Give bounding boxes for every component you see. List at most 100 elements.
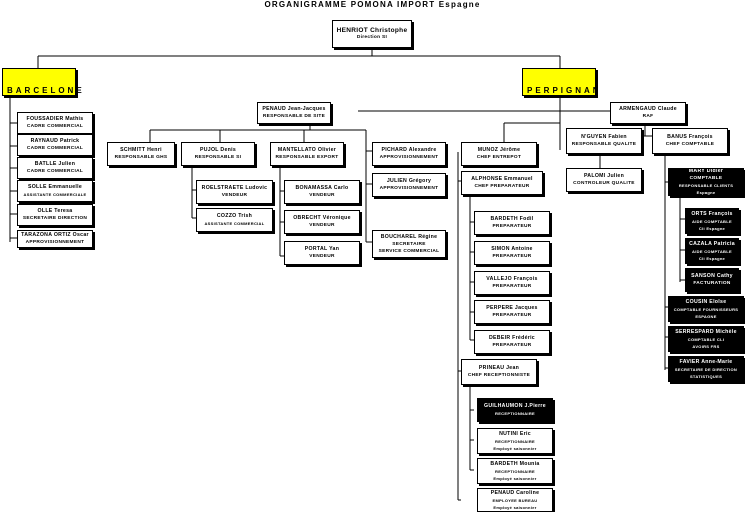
person-sub: STATISTIQUES: [689, 373, 723, 379]
person-role: PREPARATEUR: [492, 313, 532, 318]
person-name: JULIEN Grégory: [386, 178, 432, 184]
person-name: GUILHAUMON J.Pierre: [484, 403, 546, 409]
person-role: RESPONSABLE GHS: [114, 155, 168, 160]
site-barcelone[interactable]: BARCELONE: [2, 68, 82, 96]
person-sub: RESPONSABLE CLIENTS Espagne: [678, 183, 734, 195]
person-name: OLLE Teresa: [37, 208, 73, 214]
person-role: VENDEUR: [309, 223, 335, 228]
person-sub: Employé saisonnier: [493, 445, 537, 451]
person-name: N'GUYEN Fabien: [581, 134, 627, 140]
person-sub: SERVICE COMMERCIAL: [378, 248, 440, 254]
person-role: PREPARATEUR: [492, 343, 532, 348]
person-name: PALOMI Julien: [583, 173, 625, 179]
person-role: APPROVISIONNEMENT: [379, 186, 439, 191]
person-name: BANUS François: [667, 134, 713, 140]
person-name: ORTS François: [691, 210, 733, 217]
person-role: VENDEUR: [309, 254, 335, 259]
person-role: RECEPTIONNAIRE: [495, 468, 535, 474]
person-role: VENDEUR: [221, 193, 248, 198]
site-perpignan[interactable]: PERPIGNAN: [522, 68, 599, 96]
director-box[interactable]: HENRIOT Christophe Direction SI: [332, 20, 412, 48]
person-role: AIDE COMPTABLE: [692, 218, 732, 224]
person-name: PUJOL Denis: [199, 147, 237, 153]
person-name: PICHARD Alexandre: [381, 147, 437, 153]
person-name: SERRESPARD Michèle: [675, 328, 737, 335]
person-sub: Employé saisonnier: [493, 504, 537, 510]
person-name: RAYNAUD Patrick: [30, 138, 80, 144]
person-name: FOUSSADIER Mathis: [26, 116, 84, 122]
person-role: APPROVISIONNEMENT: [379, 155, 439, 160]
person-name: BATLLE Julien: [34, 161, 76, 167]
person-role: CADRE COMMERCIAL: [26, 124, 84, 129]
person-name: PENAUD Jean-Jacques: [262, 106, 326, 112]
person-name: CAZALA Patricia: [689, 240, 735, 247]
person-role: COMPTABLE: [689, 176, 723, 181]
person-role: PREPARATEUR: [492, 224, 532, 229]
person-role: AIDE COMPTABLE: [692, 248, 732, 254]
person-role: FACTURATION: [693, 281, 731, 286]
person-role: RESPONSABLE EXPORT: [275, 155, 339, 160]
person-name: OBRECHT Véronique: [293, 215, 351, 221]
person-name: ALPHONSE Emmanuel: [471, 176, 533, 182]
person-role: CHEF ENTREPOT: [476, 155, 522, 160]
person-name: PERPERE Jacques: [486, 305, 538, 311]
person-name: SANSON Cathy: [691, 273, 733, 279]
person-name: MUNOZ Jérôme: [477, 147, 521, 153]
person-role: CONTROLEUR QUALITE: [573, 181, 635, 186]
person-role: SECRETAIRE DIRECTION: [22, 216, 88, 221]
person-role: RESPONSABLE DE SITE: [262, 114, 326, 119]
chart-title: ORGANIGRAMME POMONA IMPORT Espagne: [264, 0, 481, 9]
person-role: COMPTABLE CLI: [687, 336, 725, 342]
person-sub: AVOIRS FRS: [692, 343, 720, 349]
person-role: CHEF RECEPTIONNISTE: [467, 373, 531, 378]
person-role: RESPONSABLE SI: [194, 155, 242, 160]
person-sub: Cli Espagne: [698, 255, 726, 261]
person-sub: Cli Espagne: [698, 225, 726, 231]
person-name: SCHMITT Henri: [120, 147, 162, 153]
person-name: DEBEIR Frédéric: [488, 335, 535, 341]
person-role: RAF: [642, 114, 654, 119]
